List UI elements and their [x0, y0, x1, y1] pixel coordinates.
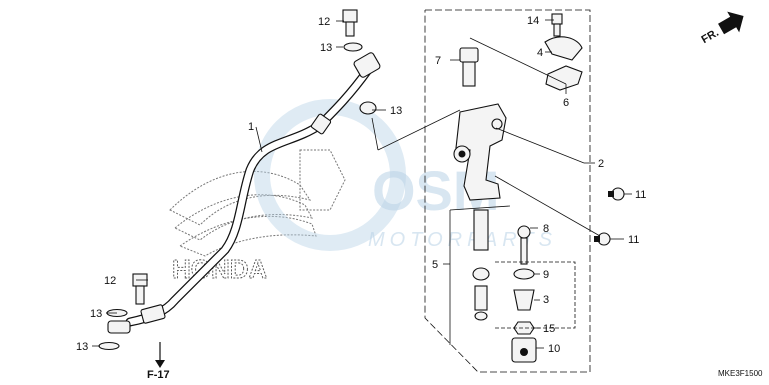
rod-boot — [513, 289, 535, 311]
clevis-joint — [511, 337, 537, 363]
reference-f17: F-17 — [147, 342, 170, 381]
callout-12-lower: 12 — [104, 275, 116, 287]
callout-6: 6 — [563, 97, 569, 109]
callout-10: 10 — [548, 343, 560, 355]
callout-13-a: 13 — [320, 42, 332, 54]
hose-joint — [459, 47, 479, 87]
callout-1: 1 — [248, 121, 254, 133]
upper-sealing-washer — [343, 42, 363, 52]
watermark-sub: MOTORPARTS — [368, 229, 557, 251]
front-direction-label: FR. — [700, 27, 721, 46]
assembly-boundary — [424, 9, 591, 373]
push-rod — [517, 225, 531, 265]
upper-oil-bolt — [342, 9, 358, 37]
callout-15: 15 — [543, 323, 555, 335]
reference-label: F-17 — [147, 369, 170, 381]
callout-12-upper: 12 — [318, 16, 330, 28]
brake-hose — [107, 52, 381, 334]
hose-joint-washer — [359, 101, 377, 115]
piston-set — [472, 209, 490, 321]
watermark-ring — [254, 99, 406, 251]
lower-oil-bolt — [132, 273, 148, 305]
callout-13-d: 13 — [76, 341, 88, 353]
reservoir-cap — [544, 36, 583, 61]
callout-2: 2 — [598, 158, 604, 170]
reservoir-cap-bolt — [551, 13, 563, 37]
callouts: 1 2 3 4 5 6 7 8 9 10 11 11 12 12 13 13 1… — [76, 15, 646, 355]
callout-13-c: 13 — [90, 308, 102, 320]
callout-3: 3 — [543, 294, 549, 306]
diagram-code: MKE3F1500 — [718, 369, 763, 378]
callout-8: 8 — [543, 223, 549, 235]
callout-4: 4 — [537, 47, 543, 59]
callout-14: 14 — [527, 15, 539, 27]
callout-11-lower: 11 — [628, 234, 639, 246]
lower-sealing-washer-b — [98, 341, 120, 351]
mounting-bolt-upper — [608, 187, 625, 201]
callout-5: 5 — [432, 259, 438, 271]
mounting-bolt-lower — [594, 232, 611, 246]
callout-7: 7 — [435, 55, 441, 67]
diaphragm-plate — [545, 65, 583, 91]
callout-13-b: 13 — [390, 105, 402, 117]
callout-11-upper: 11 — [635, 189, 646, 201]
callout-9: 9 — [543, 269, 549, 281]
leader-lines — [92, 19, 632, 349]
o-ring — [513, 268, 535, 280]
front-direction-arrow: FR. — [700, 11, 744, 46]
master-cylinder-body — [453, 103, 507, 201]
